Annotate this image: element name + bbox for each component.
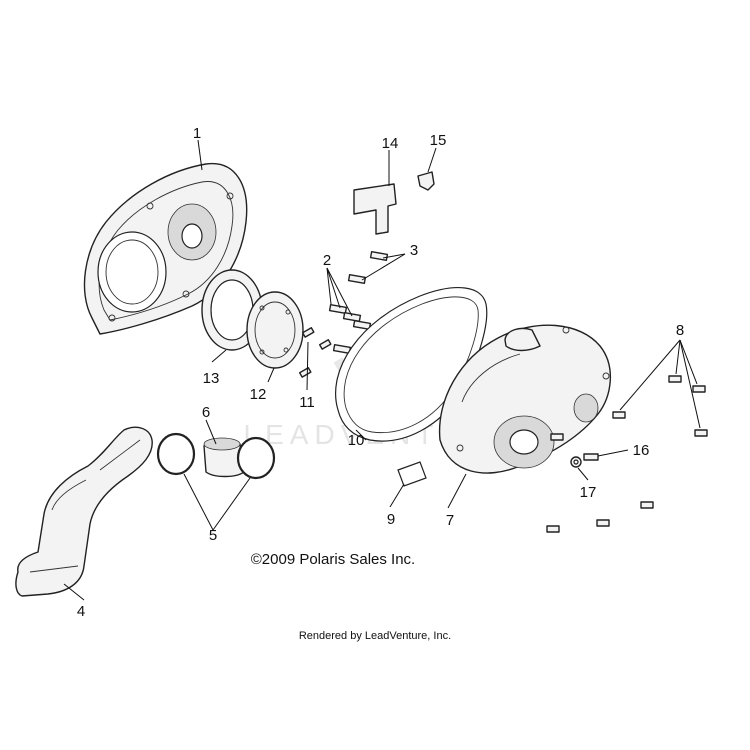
callout-2: 2 [323, 252, 331, 269]
air-intake-duct [15, 426, 153, 597]
callout-9: 9 [387, 511, 395, 528]
hose-clamps [156, 432, 276, 480]
callout-12: 12 [250, 386, 267, 403]
outer-clutch-cover [438, 324, 612, 474]
bolts-set-3 [347, 250, 389, 285]
rendered-by-text: Rendered by LeadVenture, Inc. [299, 630, 451, 642]
callout-14: 14 [382, 135, 399, 152]
callout-3: 3 [410, 242, 418, 259]
callout-11: 11 [299, 394, 315, 411]
callout-7: 7 [446, 512, 454, 529]
callout-4: 4 [77, 603, 85, 620]
callout-6: 6 [202, 404, 210, 421]
bolt-16 [583, 453, 599, 461]
seal-plate [246, 291, 304, 369]
decal-label [397, 461, 427, 487]
bracket [353, 183, 397, 235]
bolts-set-2 [328, 303, 372, 355]
callout-labels: 1 2 3 4 5 6 7 8 9 10 11 12 13 14 15 16 1… [77, 125, 684, 620]
callout-15: 15 [430, 132, 447, 149]
callout-16: 16 [633, 442, 650, 459]
callout-10: 10 [348, 432, 365, 449]
push-clip [417, 171, 435, 191]
small-screws [298, 327, 332, 378]
leader-lines [63, 139, 701, 601]
washer-17 [570, 456, 582, 468]
callout-5: 5 [209, 527, 217, 544]
callout-8: 8 [676, 322, 684, 339]
bolts-set-8 [546, 375, 708, 533]
callout-13: 13 [203, 370, 220, 387]
duct-coupler [203, 437, 245, 478]
callout-1: 1 [193, 125, 201, 142]
copyright-text: ©2009 Polaris Sales Inc. [251, 551, 415, 568]
callout-17: 17 [580, 484, 597, 501]
